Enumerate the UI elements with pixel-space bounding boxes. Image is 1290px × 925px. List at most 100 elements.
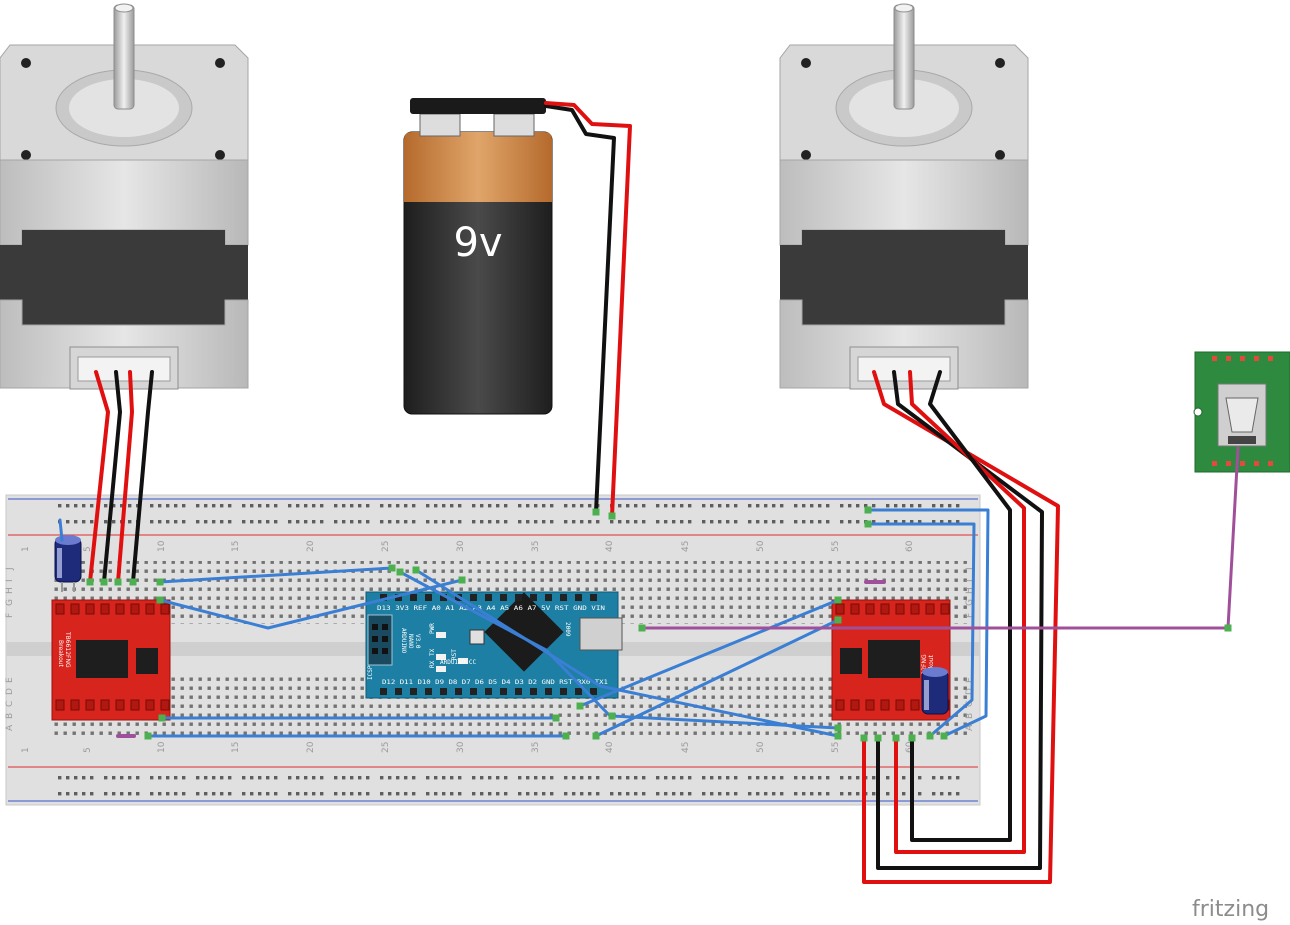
rail-hole (458, 520, 462, 524)
rail-hole (258, 520, 262, 524)
usb-pad (1226, 461, 1231, 466)
connection-point (86, 578, 94, 586)
icsp-pin (372, 648, 378, 654)
rail-hole (196, 792, 200, 796)
rail-hole (596, 520, 600, 524)
usb-pad (1212, 461, 1217, 466)
connection-point (608, 712, 616, 720)
rail-hole (204, 792, 208, 796)
rail-hole (664, 776, 668, 780)
rail-hole (112, 776, 116, 780)
rail-hole (726, 776, 730, 780)
rail-hole (840, 504, 844, 508)
row-letter: J (965, 567, 975, 571)
wire-motor-right-black-inner (910, 370, 1012, 842)
rail-hole (388, 776, 392, 780)
column-number: 40 (605, 741, 615, 753)
rail-hole (174, 520, 178, 524)
rail-hole (212, 504, 216, 508)
wire-blue-5 (398, 570, 614, 720)
wire-motor-right-red-outer (862, 370, 1060, 884)
rail-hole (672, 520, 676, 524)
driver-pin (160, 699, 170, 711)
rail-hole (856, 792, 860, 796)
rail-hole (358, 504, 362, 508)
rail-hole (764, 792, 768, 796)
rail-hole (534, 504, 538, 508)
rail-hole (458, 792, 462, 796)
column-number: 1 (21, 747, 31, 753)
connection-point (144, 732, 152, 740)
rail-hole (266, 504, 270, 508)
wire-motor-left-1 (88, 370, 110, 584)
rail-hole (120, 776, 124, 780)
rail-hole (274, 792, 278, 796)
rail-hole (90, 520, 94, 524)
arduino-pin (380, 688, 387, 695)
rail-hole (458, 776, 462, 780)
rail-hole (818, 792, 822, 796)
rail-hole (534, 520, 538, 524)
driver-pin (115, 699, 125, 711)
connection-point (834, 732, 842, 740)
rail-hole (902, 504, 906, 508)
rail-hole (496, 504, 500, 508)
rail-hole (204, 520, 208, 524)
rail-hole (66, 520, 70, 524)
rail-hole (818, 504, 822, 508)
rail-hole (710, 520, 714, 524)
rail-hole (380, 504, 384, 508)
breadboard: 1155101015152020252530303535404045455050… (5, 494, 981, 806)
rail-hole (826, 520, 830, 524)
rail-hole (342, 792, 346, 796)
driver-left-sub-label: Breakout (57, 640, 64, 668)
rail-hole (90, 776, 94, 780)
fritzing-brand-label: fritzing (1192, 897, 1269, 922)
connection-point (874, 734, 882, 742)
wire-battery-red (544, 101, 632, 518)
rail-hole (296, 776, 300, 780)
rail-hole (104, 504, 108, 508)
rail-hole (350, 776, 354, 780)
rail-hole (312, 792, 316, 796)
rail-hole (680, 776, 684, 780)
arduino-led-label-rst: RST (451, 649, 458, 660)
rail-hole (450, 792, 454, 796)
driver-pin (895, 699, 905, 711)
rail-hole (350, 504, 354, 508)
usb-mini-breakout (1193, 351, 1290, 473)
arduino-pin (545, 688, 552, 695)
rail-hole (726, 520, 730, 524)
rail-hole (120, 504, 124, 508)
rail-hole (274, 504, 278, 508)
rail-hole (472, 520, 476, 524)
column-number: 10 (157, 540, 167, 552)
rail-hole (434, 776, 438, 780)
arduino-pin (485, 688, 492, 695)
arduino-pin (560, 594, 567, 601)
rail-hole (872, 520, 876, 524)
usb-pad (1226, 356, 1231, 361)
driver-pin (115, 603, 125, 615)
arduino-name-line-1: ARDUINO (400, 628, 407, 654)
rail-hole (572, 792, 576, 796)
row-letter: J (5, 567, 15, 571)
rail-hole (756, 792, 760, 796)
rail-hole (872, 776, 876, 780)
rail-hole (642, 776, 646, 780)
rail-hole (656, 792, 660, 796)
arduino-led (436, 654, 446, 660)
rail-hole (112, 520, 116, 524)
rail-hole (288, 504, 292, 508)
rail-hole (664, 520, 668, 524)
rail-hole (680, 520, 684, 524)
rail-hole (772, 792, 776, 796)
rail-hole (182, 504, 186, 508)
row-letter: F (5, 613, 15, 618)
rail-hole (174, 504, 178, 508)
driver-pin (55, 603, 65, 615)
rail-hole (166, 776, 170, 780)
rail-hole (488, 504, 492, 508)
rail-hole (956, 776, 960, 780)
rail-hole (128, 504, 132, 508)
